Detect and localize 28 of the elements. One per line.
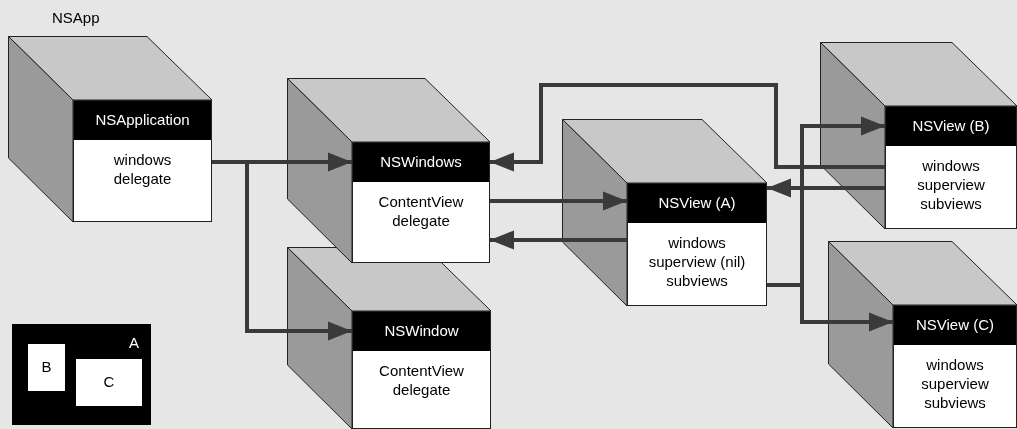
object-box	[352, 142, 490, 263]
arrow	[490, 230, 627, 250]
object-box	[885, 106, 1017, 229]
arrow	[490, 191, 627, 211]
arrow	[767, 178, 885, 198]
object-box	[627, 183, 767, 306]
view-label: A	[129, 333, 139, 353]
property-list: windows delegate	[97, 150, 188, 188]
subview-box: C	[76, 359, 142, 406]
view-hierarchy-box	[12, 324, 151, 425]
class-name-header: NSApplication	[74, 101, 211, 140]
class-name-header: NSView (A)	[628, 184, 766, 223]
object-box	[893, 305, 1017, 428]
class-name-header: NSWindow	[353, 312, 490, 351]
object-box	[352, 311, 491, 429]
property-list: windows superview (nil) subviews	[637, 233, 757, 290]
property-list: windows superview subviews	[906, 156, 996, 213]
instance-label: NSApp	[52, 8, 100, 28]
arrow	[212, 160, 352, 341]
class-name-header: NSView (B)	[886, 107, 1016, 146]
class-name-header: NSWindows	[353, 143, 489, 182]
arrow	[490, 83, 885, 172]
class-name-header: NSView (C)	[894, 306, 1016, 345]
property-list: ContentView delegate	[369, 192, 473, 230]
property-list: windows superview subviews	[910, 355, 1000, 412]
property-list: ContentView delegate	[369, 361, 474, 399]
object-box	[73, 100, 212, 222]
subview-box: B	[28, 344, 65, 391]
